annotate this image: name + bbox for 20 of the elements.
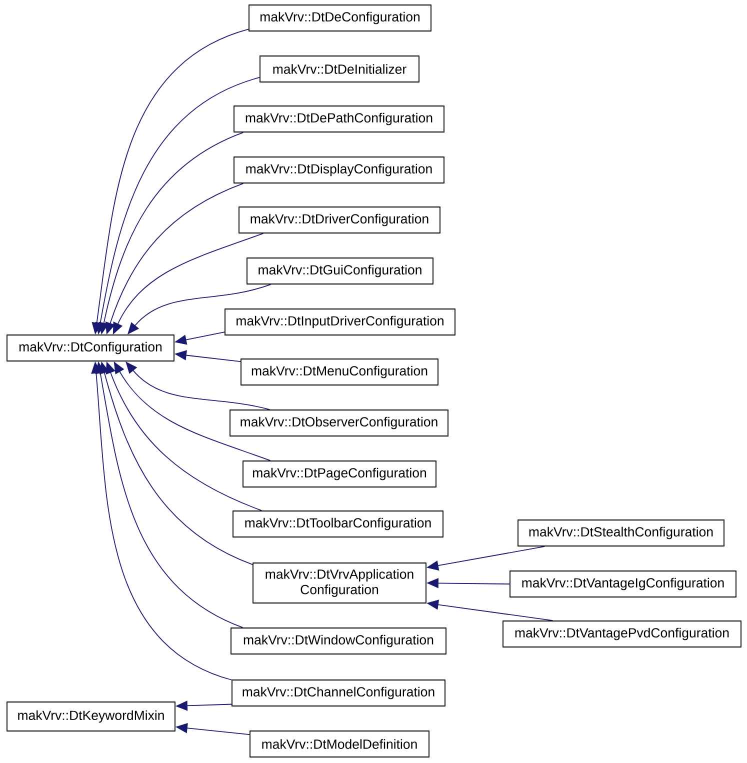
class-box: makVrv::DtDeInitializer (260, 56, 420, 82)
class-box: makVrv::DtVantagePvdConfiguration (502, 620, 742, 648)
class-box: makVrv::DtDriverConfiguration (238, 206, 440, 234)
class-box: makVrv::DtChannelConfiguration (232, 680, 446, 706)
class-box: makVrv::DtKeywordMixin (6, 702, 176, 732)
class-box: makVrv::DtToolbarConfiguration (232, 510, 444, 538)
class-box: makVrv::DtInputDriverConfiguration (224, 308, 456, 336)
class-box: makVrv::DtPageConfiguration (242, 460, 436, 488)
class-box: makVrv::DtObserverConfiguration (230, 410, 448, 436)
class-box: makVrv::DtWindowConfiguration (230, 628, 446, 654)
class-box: makVrv::DtMenuConfiguration (240, 358, 438, 386)
class-box: makVrv::DtStealthConfiguration (518, 520, 724, 546)
class-box: makVrv::DtDePathConfiguration (234, 106, 444, 132)
class-box: makVrv::DtDeConfiguration (248, 4, 432, 32)
class-box: makVrv::DtVantageIgConfiguration (510, 570, 736, 598)
class-box: makVrv::DtModelDefinition (250, 730, 430, 758)
class-box: makVrv::DtVrvApplication Configuration (252, 562, 426, 604)
class-box: makVrv::DtGuiConfiguration (246, 258, 434, 284)
class-box: makVrv::DtDisplayConfiguration (234, 156, 444, 184)
class-box: makVrv::DtConfiguration (6, 334, 174, 362)
